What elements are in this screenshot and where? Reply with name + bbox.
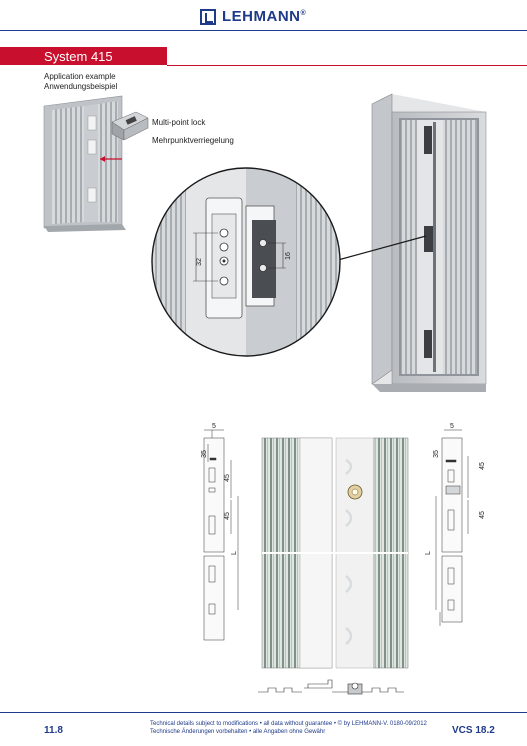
left-dim-5: 5: [212, 423, 216, 430]
large-cabinet-illustration: [371, 93, 487, 392]
header-divider: [0, 30, 527, 31]
right-dim-45-mid: 45: [479, 511, 486, 519]
lock-detail-circle: [151, 167, 341, 357]
right-dim-35: 35: [433, 450, 440, 458]
cabinet-illustration: [43, 95, 126, 232]
horizontal-section-profile: [258, 679, 404, 695]
footer-disclaimer-de: Technische Änderungen vorbehalten • alle…: [150, 729, 326, 735]
right-dim-45-top: 45: [479, 462, 486, 470]
application-example-label-de: Anwendungsbeispiel: [44, 82, 118, 91]
lock-thumbnail: [111, 111, 149, 141]
detail-pointer-line: [337, 235, 427, 261]
right-dim-5: 5: [450, 423, 454, 430]
section-title-bar: System 415: [0, 47, 167, 65]
section-title: System 415: [44, 49, 113, 64]
lehmann-logo-icon: [200, 9, 216, 25]
left-dim-35: 35: [201, 450, 208, 458]
brand-header: LEHMANN®: [0, 6, 527, 28]
tambour-door-elevation: [261, 437, 409, 669]
section-divider: [167, 65, 527, 66]
left-dim-45-top: 45: [224, 474, 231, 482]
multi-point-lock-label-de: Mehrpunktverriegelung: [152, 136, 234, 145]
left-dim-L: L: [231, 551, 238, 555]
page-number: 11.8: [44, 725, 63, 736]
dim-32-label: 32: [196, 258, 203, 266]
multi-point-lock-label: Multi-point lock: [152, 118, 206, 127]
right-profile-drawing: [435, 429, 469, 626]
right-dim-L: L: [425, 551, 432, 555]
footer-disclaimer-en: Technical details subject to modificatio…: [150, 721, 427, 727]
footer-divider: [0, 712, 527, 713]
document-code: VCS 18.2: [452, 725, 495, 736]
application-example-label: Application example: [44, 72, 116, 81]
brand-name: LEHMANN®: [222, 8, 307, 25]
dim-16-label: 16: [285, 252, 292, 260]
left-dim-45-mid: 45: [224, 512, 231, 520]
left-profile-drawing: [203, 429, 239, 641]
